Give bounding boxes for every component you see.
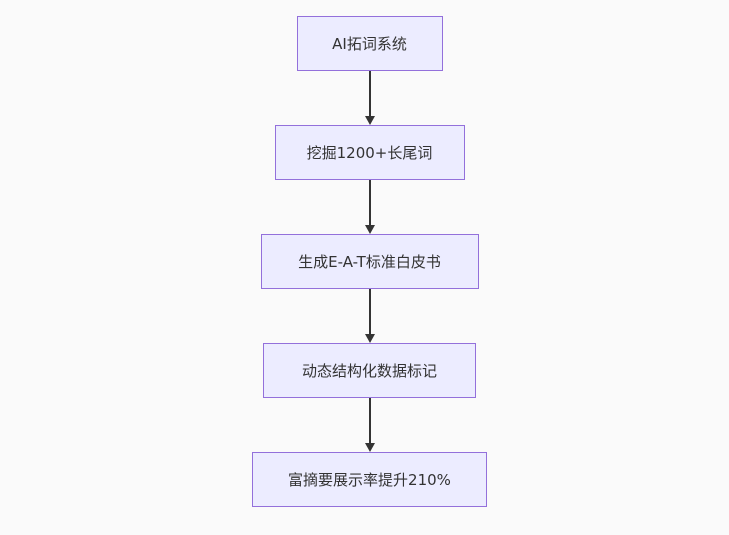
flowchart-edge-a-b <box>364 71 375 125</box>
node-label: AI拓词系统 <box>332 35 407 53</box>
arrow-line <box>368 289 371 334</box>
flowchart: AI拓词系统 挖掘1200+长尾词 生成E-A-T标准白皮书 动态结构化数据标记… <box>5 0 729 535</box>
node-label: 挖掘1200+长尾词 <box>306 144 433 162</box>
arrow-line <box>368 398 371 443</box>
arrow-head-icon <box>364 116 375 125</box>
flowchart-node-dynamic-structured-data-markup: 动态结构化数据标记 <box>263 343 476 398</box>
node-label: 富摘要展示率提升210% <box>288 471 451 489</box>
arrow-line <box>368 71 371 116</box>
node-label: 生成E-A-T标准白皮书 <box>298 253 441 271</box>
node-label: 动态结构化数据标记 <box>301 362 437 380</box>
flowchart-edge-b-c <box>364 180 375 234</box>
flowchart-edge-d-e <box>364 398 375 452</box>
arrow-head-icon <box>364 443 375 452</box>
arrow-line <box>368 180 371 225</box>
arrow-head-icon <box>364 334 375 343</box>
arrow-head-icon <box>364 225 375 234</box>
flowchart-node-ai-word-expansion-system: AI拓词系统 <box>296 16 443 71</box>
flowchart-node-rich-snippet-rate-increase: 富摘要展示率提升210% <box>252 452 487 507</box>
flowchart-node-generate-eat-whitepaper: 生成E-A-T标准白皮书 <box>260 234 479 289</box>
flowchart-edge-c-d <box>364 289 375 343</box>
flowchart-node-mine-longtail-keywords: 挖掘1200+长尾词 <box>274 125 465 180</box>
